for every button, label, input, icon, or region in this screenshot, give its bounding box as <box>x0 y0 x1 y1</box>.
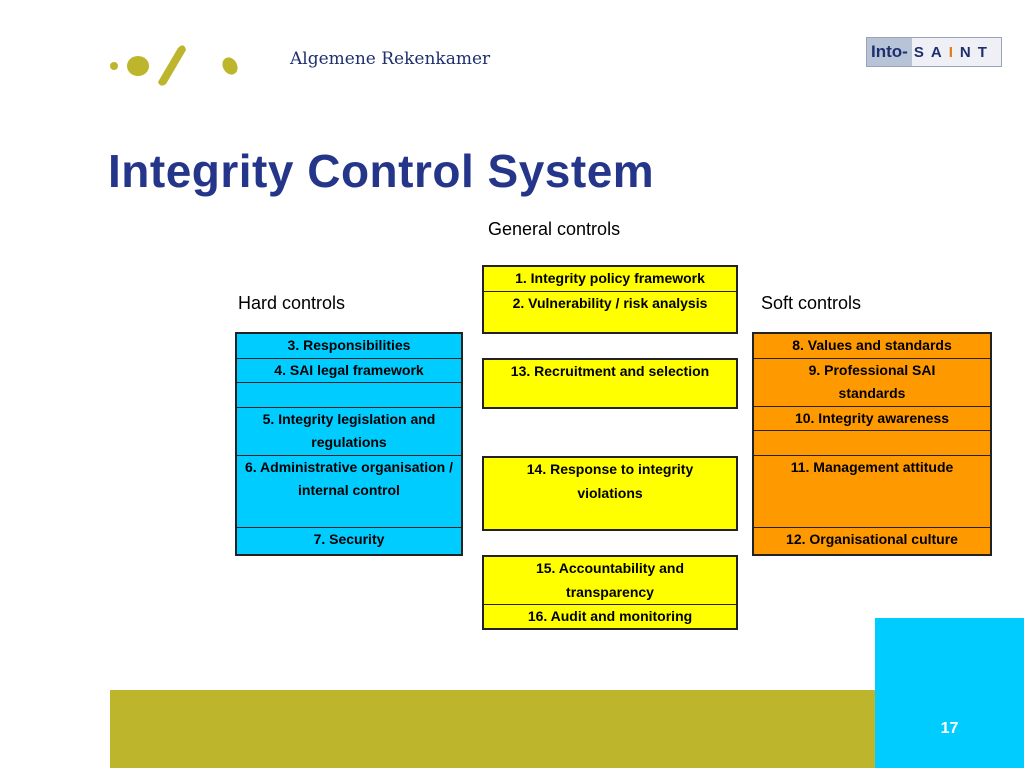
hard-control-item: 7. Security <box>313 530 385 547</box>
general-control-item: 15. Accountability and transparency <box>484 557 736 605</box>
hard-control-item: 6. Administrative organisation / interna… <box>237 456 461 528</box>
soft-control-item: 12. Organisational culture <box>786 531 958 547</box>
hard-control-item: 4. SAI legal framework <box>237 359 461 383</box>
soft-control-item: 9. Professional SAI standards <box>754 359 990 407</box>
soft-control-item <box>754 431 990 456</box>
general-control-item: 13. Recruitment and selection <box>510 363 710 379</box>
general-control-item: 16. Audit and monitoring <box>527 608 693 624</box>
hard-controls-table: 3. Responsibilities 4. SAI legal framewo… <box>235 332 463 556</box>
soft-control-item: 8. Values and standards <box>754 334 990 359</box>
hard-control-item: 3. Responsibilities <box>237 334 461 359</box>
into-saint-logo: Into- SAINT <box>866 37 1002 67</box>
algemene-rekenkamer-logo <box>110 45 238 86</box>
soft-control-item <box>754 480 990 528</box>
organisation-name: Algemene Rekenkamer <box>290 49 491 69</box>
soft-controls-heading: Soft controls <box>761 293 862 313</box>
general-controls-group-3: 14. Response to integrity violations <box>482 456 738 531</box>
footer-block <box>875 618 1024 768</box>
soft-control-item: 11. Management attitude <box>790 458 954 475</box>
general-control-item: 14. Response to integrity violations <box>526 461 694 501</box>
soft-control-item: 10. Integrity awareness <box>754 407 990 431</box>
soft-controls-table: 8. Values and standards 9. Professional … <box>752 332 992 556</box>
general-controls-group-4: 15. Accountability and transparency 16. … <box>482 555 738 630</box>
hard-controls-heading: Hard controls <box>238 293 346 313</box>
hard-control-item <box>237 383 461 408</box>
saint-logo-text: SAINT <box>913 43 994 61</box>
general-controls-group-1: 1. Integrity policy framework 2. Vulnera… <box>482 265 738 334</box>
into-logo-text: Into- <box>867 38 912 66</box>
general-controls-heading: General controls <box>488 219 621 239</box>
general-control-item: 2. Vulnerability / risk analysis <box>512 294 708 311</box>
general-controls-group-2: 13. Recruitment and selection <box>482 358 738 409</box>
hard-control-item: 5. Integrity legislation and regulations <box>237 408 461 456</box>
slide-title: Integrity Control System <box>108 145 655 197</box>
page-number: 17 <box>940 720 959 737</box>
general-control-item: 1. Integrity policy framework <box>484 267 736 292</box>
footer-band <box>110 690 875 768</box>
